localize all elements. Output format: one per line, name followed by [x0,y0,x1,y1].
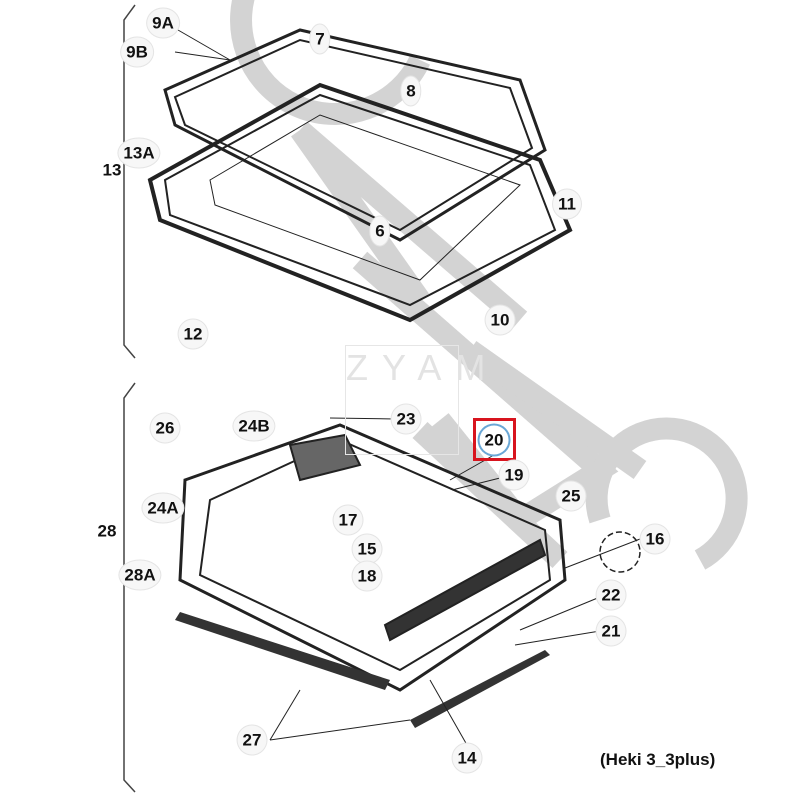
part-label-24a: 24A [142,493,184,523]
part-label-10: 10 [485,305,515,335]
part-label-19: 19 [499,460,529,490]
part-label-17: 17 [333,505,363,535]
part-label-11: 11 [553,189,581,219]
part-label-9b: 9B [121,37,153,67]
part-label-28: 28 [97,521,117,541]
lower-frame-drawing [178,423,567,692]
group-bracket-13 [123,4,136,359]
part-label-22: 22 [596,580,626,610]
part-label-12: 12 [178,319,208,349]
part-label-24b: 24B [233,411,275,441]
part-label-27: 27 [237,725,267,755]
part-label-21: 21 [596,616,626,646]
part-label-8: 8 [401,76,421,106]
part-label-13: 13 [102,160,122,180]
part-label-26: 26 [150,413,180,443]
part-label-18: 18 [352,561,382,591]
seal-strip-left [175,612,390,690]
part-label-9a: 9A [147,8,179,38]
part-label-14: 14 [452,743,482,773]
part-label-28a: 28A [119,560,161,590]
part-label-13a: 13A [118,138,160,168]
watermark-graphic [230,0,748,570]
part-label-20: 20 [479,425,509,455]
part-label-25: 25 [556,481,586,511]
part-label-23: 23 [391,404,421,434]
upper-frame-drawing [147,28,573,323]
highlight-box-part-20 [473,418,516,461]
group-bracket-28 [123,382,136,793]
part-label-15: 15 [352,534,382,564]
watermark-zyam: ZYAM [345,345,485,455]
part-label-7: 7 [310,24,330,54]
detail-callout-16 [599,531,641,573]
part-label-16: 16 [640,524,670,554]
leader-lines [174,29,641,746]
part-label-6: 6 [370,216,390,246]
seal-strip-right [410,650,550,728]
model-caption: (Heki 3_3plus) [600,750,716,769]
